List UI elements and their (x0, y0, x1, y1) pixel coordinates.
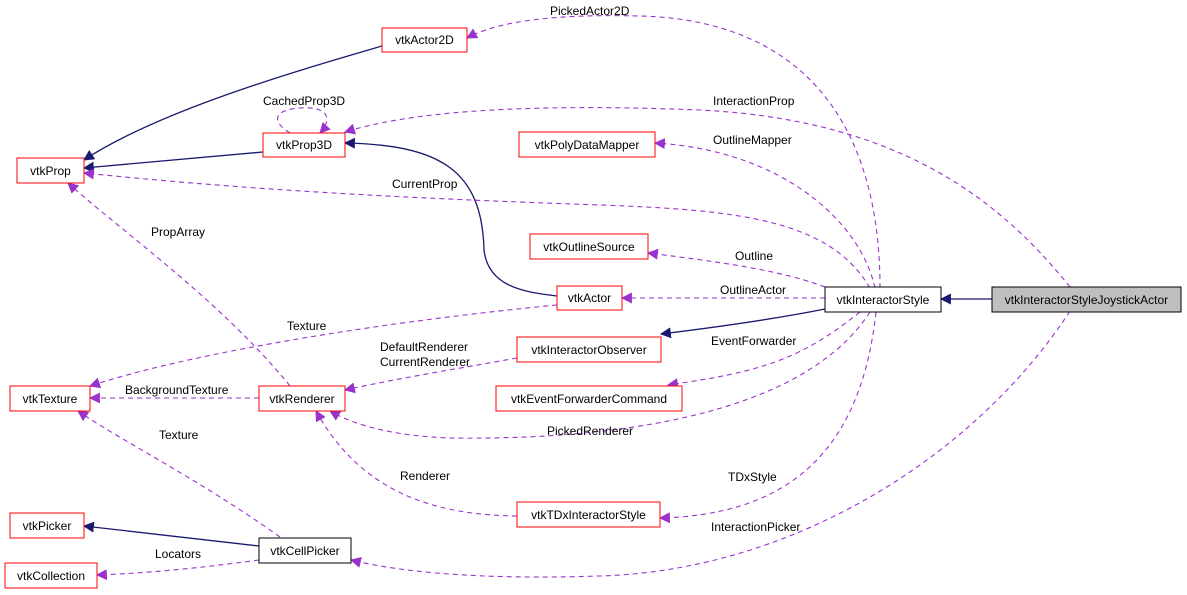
label-default-renderer: DefaultRenderer (380, 340, 468, 354)
label-background-texture: BackgroundTexture (125, 383, 229, 397)
edge-renderer-from-tdx (315, 410, 518, 517)
edge-actor-to-prop3d (343, 137, 558, 297)
node-vtkEventForwarderCommand[interactable]: vtkEventForwarderCommand (495, 385, 683, 412)
edge-texture-picker (77, 410, 281, 538)
node-vtkInteractorObserver[interactable]: vtkInteractorObserver (516, 336, 662, 363)
edge-prop-array (67, 182, 291, 387)
svg-text:vtkEventForwarderCommand: vtkEventForwarderCommand (511, 392, 667, 406)
edge-picked-renderer (329, 311, 871, 439)
edge-prop3d-to-prop (82, 151, 264, 173)
node-vtkActor2D[interactable]: vtkActor2D (381, 27, 468, 53)
svg-text:vtkTexture: vtkTexture (23, 392, 78, 406)
node-vtkCollection[interactable]: vtkCollection (4, 562, 98, 589)
label-tdx-style: TDxStyle (728, 470, 777, 484)
svg-text:vtkActor2D: vtkActor2D (395, 33, 454, 47)
label-current-renderer: CurrentRenderer (380, 355, 470, 369)
label-interaction-picker: InteractionPicker (711, 520, 800, 534)
node-vtkProp[interactable]: vtkProp (16, 157, 85, 184)
svg-text:vtkCollection: vtkCollection (17, 569, 85, 583)
label-current-prop: CurrentProp (392, 177, 458, 191)
label-outline-actor: OutlineActor (720, 283, 786, 297)
label-outline: Outline (735, 249, 773, 263)
edge-current-prop (82, 168, 871, 289)
svg-text:vtkActor: vtkActor (568, 291, 611, 305)
edge-texture-actor (88, 304, 558, 389)
edge-interaction-prop (343, 107, 1071, 288)
edge-picked-actor2d (466, 15, 881, 289)
label-picked-renderer: PickedRenderer (547, 424, 633, 438)
edge-outline (646, 248, 826, 288)
svg-text:vtkOutlineSource: vtkOutlineSource (543, 240, 635, 254)
node-vtkInteractorStyle[interactable]: vtkInteractorStyle (824, 286, 942, 313)
node-vtkActor[interactable]: vtkActor (556, 285, 623, 311)
edge-event-forwarder (666, 311, 861, 390)
node-vtkCellPicker[interactable]: vtkCellPicker (258, 537, 352, 564)
label-locators: Locators (155, 547, 201, 561)
label-prop-array: PropArray (151, 225, 205, 239)
svg-text:vtkProp: vtkProp (30, 164, 71, 178)
svg-text:vtkCellPicker: vtkCellPicker (270, 544, 339, 558)
svg-text:vtkInteractorObserver: vtkInteractorObserver (531, 343, 646, 357)
edge-actor2d-to-prop (83, 45, 383, 161)
svg-text:vtkProp3D: vtkProp3D (276, 138, 332, 152)
node-vtkPolyDataMapper[interactable]: vtkPolyDataMapper (518, 131, 656, 158)
node-vtkProp3D[interactable]: vtkProp3D (262, 132, 346, 158)
label-event-forwarder: EventForwarder (711, 334, 796, 348)
label-cached-prop3d: CachedProp3D (263, 94, 345, 108)
edge-locators (95, 559, 260, 581)
edge-outline-mapper (653, 138, 876, 289)
node-vtkOutlineSource[interactable]: vtkOutlineSource (529, 233, 649, 260)
label-texture-actor: Texture (287, 319, 327, 333)
node-vtkRenderer[interactable]: vtkRenderer (258, 385, 346, 412)
node-vtkPicker[interactable]: vtkPicker (9, 512, 85, 539)
svg-text:vtkInteractorStyleJoystickActo: vtkInteractorStyleJoystickActor (1005, 293, 1168, 307)
node-vtkInteractorStyleJoystickActor[interactable]: vtkInteractorStyleJoystickActor (991, 286, 1182, 313)
label-picked-actor2d: PickedActor2D (550, 4, 630, 18)
svg-text:vtkPolyDataMapper: vtkPolyDataMapper (535, 138, 640, 152)
svg-text:vtkInteractorStyle: vtkInteractorStyle (837, 293, 930, 307)
label-outline-mapper: OutlineMapper (713, 133, 792, 147)
edge-tdx-style (658, 311, 877, 524)
edge-cached-prop3d (277, 107, 331, 134)
label-interaction-prop: InteractionProp (713, 94, 795, 108)
label-renderer: Renderer (400, 469, 450, 483)
label-texture-picker: Texture (159, 428, 199, 442)
edge-interaction-picker (349, 310, 1071, 578)
edge-renderer-from-observer (343, 357, 518, 394)
node-vtkTDxInteractorStyle[interactable]: vtkTDxInteractorStyle (516, 501, 661, 528)
node-vtkTexture[interactable]: vtkTexture (9, 385, 91, 412)
svg-text:vtkPicker: vtkPicker (23, 519, 72, 533)
edge-cellpicker-to-picker (82, 521, 260, 547)
edge-style-to-observer (659, 308, 826, 339)
svg-text:vtkTDxInteractorStyle: vtkTDxInteractorStyle (531, 508, 646, 522)
svg-text:vtkRenderer: vtkRenderer (269, 392, 334, 406)
